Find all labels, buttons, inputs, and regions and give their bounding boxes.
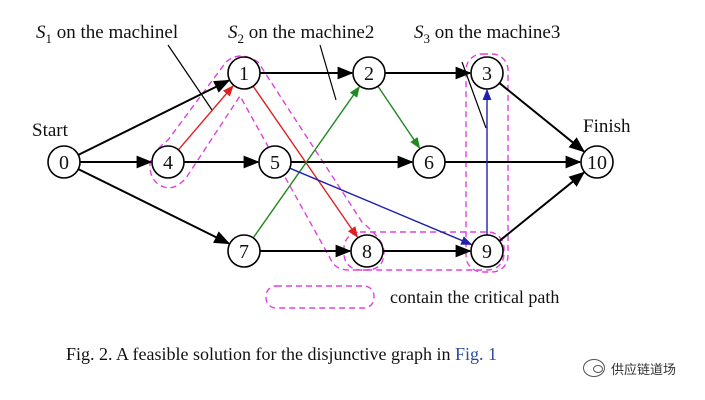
node-circle-8 xyxy=(350,234,384,268)
edge-0-7 xyxy=(77,168,231,245)
node-6: 6 xyxy=(412,145,446,179)
critical-region-machine1 xyxy=(149,55,385,271)
node-0: 0 xyxy=(47,145,81,179)
edge-3-10 xyxy=(498,82,586,153)
edge-0-1 xyxy=(77,79,231,156)
node-circle-10 xyxy=(580,145,614,179)
node-8: 8 xyxy=(350,234,384,268)
node-circle-4 xyxy=(151,145,185,179)
annotation-s1: S1 on the machinel xyxy=(36,22,178,46)
node-circle-3 xyxy=(470,56,504,90)
node-label-7: 7 xyxy=(239,241,249,263)
legend-swatch xyxy=(265,285,375,309)
edge-2-6 xyxy=(377,85,421,149)
node-label-9: 9 xyxy=(482,241,492,263)
edge-9-10 xyxy=(498,171,586,242)
node-label-0: 0 xyxy=(59,152,69,174)
annotation-s3-text: on the machine3 xyxy=(430,22,560,43)
node-circle-5 xyxy=(258,145,292,179)
node-circle-2 xyxy=(352,56,386,90)
annotation-s2: S2 on the machine2 xyxy=(228,22,374,46)
node-1: 1 xyxy=(227,56,261,90)
node-10: 10 xyxy=(580,145,614,179)
node-label-2: 2 xyxy=(364,63,374,85)
critical-region-machine2 xyxy=(343,231,505,271)
node-4: 4 xyxy=(151,145,185,179)
annotation-s1-text: on the machinel xyxy=(52,22,178,43)
node-label-10: 10 xyxy=(587,152,607,174)
node-circle-1 xyxy=(227,56,261,90)
annotation-s2-text: on the machine2 xyxy=(244,22,374,43)
wechat-icon xyxy=(583,359,605,377)
figure-caption: Fig. 2. A feasible solution for the disj… xyxy=(66,344,497,364)
edge-4-1 xyxy=(177,85,234,151)
node-7: 7 xyxy=(227,234,261,268)
node-label-4: 4 xyxy=(163,152,173,174)
node-circle-0 xyxy=(47,145,81,179)
watermark-text: 供应链道场 xyxy=(611,362,677,378)
annotation-s1-main: S xyxy=(36,22,46,43)
watermark: 供应链道场 xyxy=(583,356,676,380)
node-circle-9 xyxy=(470,234,504,268)
node-9: 9 xyxy=(470,234,504,268)
caption-link: Fig. 1 xyxy=(455,344,497,364)
annotation-s3: S3 on the machine3 xyxy=(414,22,560,46)
legend-text: contain the critical path xyxy=(390,287,559,307)
edge-7-2 xyxy=(252,85,360,239)
node-label-6: 6 xyxy=(424,152,434,174)
node-label-1: 1 xyxy=(239,63,249,85)
caption-main: Fig. 2. A feasible solution for the disj… xyxy=(66,344,455,364)
node-label-5: 5 xyxy=(270,152,280,174)
annotation-s3-sub: 3 xyxy=(424,31,431,46)
finish-label: Finish xyxy=(583,116,631,137)
start-label: Start xyxy=(32,120,69,141)
annotation-s2-main: S xyxy=(228,22,238,43)
annotation-s3-main: S xyxy=(414,22,424,43)
edges xyxy=(77,66,586,258)
edge-1-8 xyxy=(252,85,358,238)
node-circle-6 xyxy=(412,145,446,179)
node-label-3: 3 xyxy=(482,63,492,85)
node-3: 3 xyxy=(470,56,504,90)
node-circle-7 xyxy=(227,234,261,268)
node-2: 2 xyxy=(352,56,386,90)
node-5: 5 xyxy=(258,145,292,179)
node-label-8: 8 xyxy=(362,241,372,263)
annotation-s1-sub: 1 xyxy=(46,31,53,46)
edge-5-9 xyxy=(289,167,473,246)
annotation-s2-sub: 2 xyxy=(238,31,245,46)
nodes: 0 1 2 3 4 5 6 7 8 9 10 xyxy=(47,56,614,268)
